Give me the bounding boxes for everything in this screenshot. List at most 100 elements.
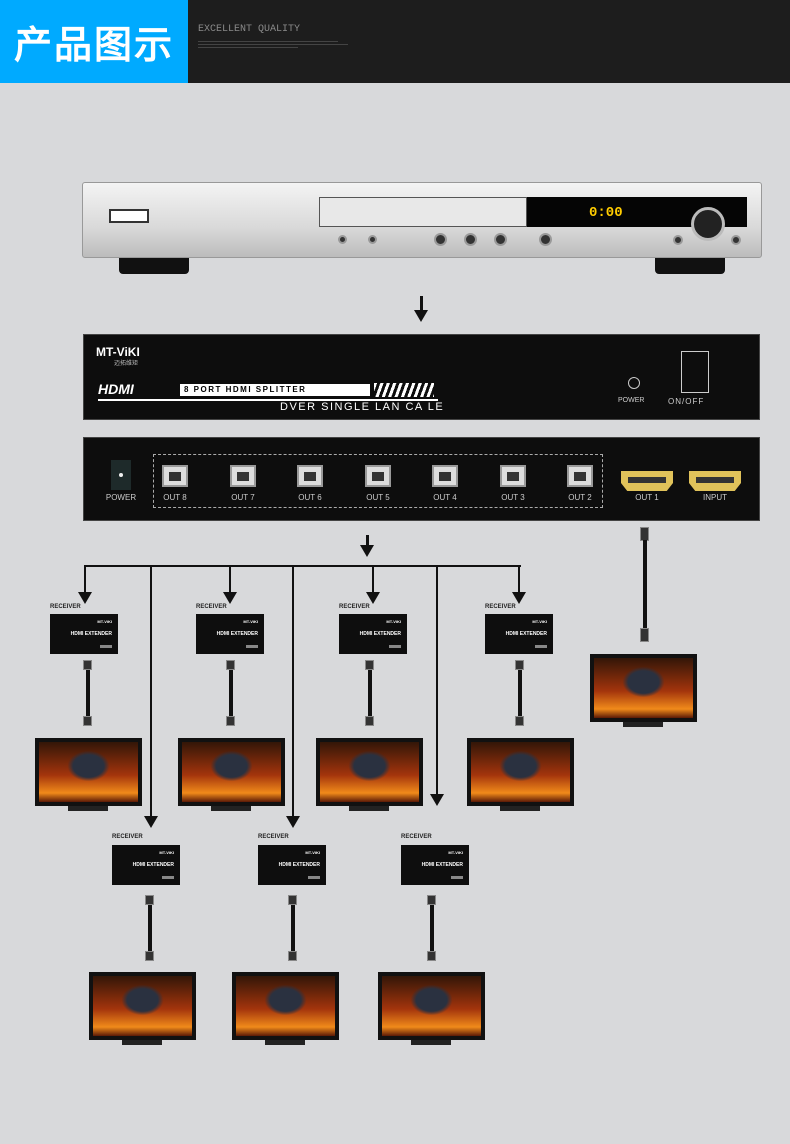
tv-display [590, 654, 697, 722]
arrow-down-icon [360, 545, 374, 557]
tv-display [232, 972, 339, 1040]
divider [198, 44, 348, 45]
hdmi-plug [83, 716, 92, 726]
power-switch[interactable] [681, 351, 709, 393]
divider [198, 41, 338, 42]
receiver-label: RECEIVER [112, 834, 143, 840]
hdmi-cable [86, 670, 90, 718]
arrow-down-icon [366, 592, 380, 604]
port-label: OUT 2 [568, 493, 592, 502]
hdmi-logo: HDMI [98, 381, 134, 397]
hdmi-cable [229, 670, 233, 718]
dvd-foot [655, 258, 725, 274]
tv-stand [122, 1040, 162, 1045]
hdmi-cable [643, 540, 647, 630]
lan-port [365, 465, 391, 487]
tv-stand [500, 806, 540, 811]
small-button[interactable] [368, 235, 377, 244]
tv-display [35, 738, 142, 806]
hdmi-plug [145, 951, 154, 961]
arrow-down-icon [414, 310, 428, 322]
hdmi-plug [365, 660, 374, 670]
port-label: OUT 7 [231, 493, 255, 502]
hdmi-plug [288, 951, 297, 961]
tagline: DVER SINGLE LAN CA LE [280, 401, 445, 413]
section-title: 产品图示 [0, 0, 188, 83]
lan-port [432, 465, 458, 487]
brand-cn: 迈拓维矩 [114, 361, 139, 367]
hdmi-cable [430, 905, 434, 953]
stop-button[interactable] [434, 233, 447, 246]
lan-port [297, 465, 323, 487]
tv-display [378, 972, 485, 1040]
hdmi-plug [288, 895, 297, 905]
hdmi-port [689, 471, 741, 491]
hdmi-plug [83, 660, 92, 670]
stripes [374, 383, 434, 397]
arrow-down-icon [223, 592, 237, 604]
disc-slot [109, 209, 149, 223]
play-button[interactable] [494, 233, 507, 246]
small-button[interactable] [731, 235, 741, 245]
tv-stand [211, 806, 251, 811]
tv-stand [411, 1040, 451, 1045]
brand-logo: MT-ViKI [96, 345, 140, 359]
receiver-label: RECEIVER [401, 834, 432, 840]
eject-button[interactable] [539, 233, 552, 246]
tv-stand [349, 806, 389, 811]
divider [98, 399, 438, 401]
hdmi-cable [291, 905, 295, 953]
arrow-down-icon [512, 592, 526, 604]
power-led [628, 377, 640, 389]
arrow-down-icon [78, 592, 92, 604]
power-jack [111, 460, 131, 490]
port-label: OUT 1 [635, 493, 659, 502]
receiver-label: RECEIVER [50, 604, 81, 610]
bus-line [85, 565, 521, 567]
arrow-down-icon [286, 816, 300, 828]
header-subtitle: EXCELLENT QUALITY [198, 24, 301, 35]
hdmi-plug [515, 660, 524, 670]
hdmi-plug [145, 895, 154, 905]
tv-display [316, 738, 423, 806]
lan-port [500, 465, 526, 487]
hdmi-plug [226, 716, 235, 726]
receiver-label: RECEIVER [196, 604, 227, 610]
port-label: OUT 4 [433, 493, 457, 502]
tv-display [178, 738, 285, 806]
hdmi-plug [427, 951, 436, 961]
small-button[interactable] [338, 235, 347, 244]
lan-port [567, 465, 593, 487]
control-dial[interactable] [691, 207, 725, 241]
hdmi-plug [640, 527, 649, 541]
receiver-label: RECEIVER [485, 604, 516, 610]
model-label: 8 PORT HDMI SPLITTER [180, 384, 370, 396]
hdmi-port [621, 471, 673, 491]
tv-display [89, 972, 196, 1040]
hdmi-plug [640, 628, 649, 642]
hdmi-plug [427, 895, 436, 905]
port-label: OUT 3 [501, 493, 525, 502]
power-jack-label: POWER [105, 493, 137, 502]
dvd-player: 0:00 [82, 182, 762, 258]
header-banner: EXCELLENT QUALITY [188, 0, 790, 83]
hdmi-cable [148, 905, 152, 953]
disc-tray [319, 197, 527, 227]
port-label: OUT 6 [298, 493, 322, 502]
power-label: POWER [618, 397, 645, 404]
pause-button[interactable] [464, 233, 477, 246]
port-label: OUT 8 [163, 493, 187, 502]
dvd-foot [119, 258, 189, 274]
hdmi-cable [518, 670, 522, 718]
lan-port-group [153, 454, 603, 508]
tv-display [467, 738, 574, 806]
hdmi-plug [515, 716, 524, 726]
tv-stand [265, 1040, 305, 1045]
small-button[interactable] [673, 235, 683, 245]
arrow-down-icon [430, 794, 444, 806]
arrow-shaft [366, 535, 369, 547]
port-label: OUT 5 [366, 493, 390, 502]
